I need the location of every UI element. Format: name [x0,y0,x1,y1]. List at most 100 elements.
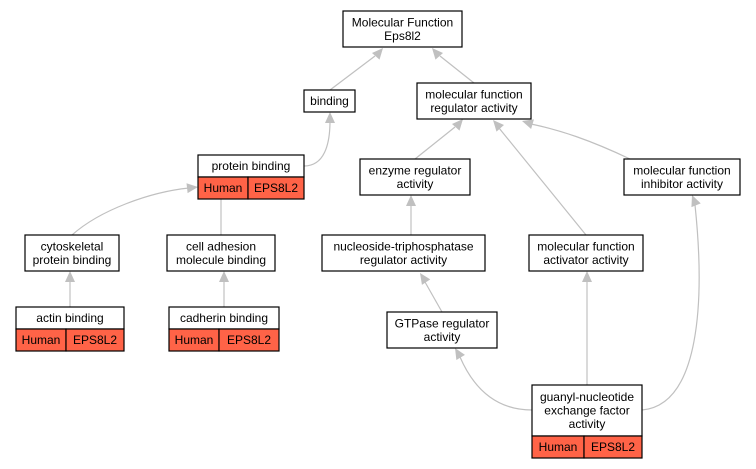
edge-line [530,123,631,160]
edge-arrow [432,48,475,84]
species-label: Human [204,181,243,195]
edges-layer [65,48,701,411]
node-label: Molecular Function [352,15,453,29]
gene-cell [218,328,280,352]
arrowhead-icon [451,119,463,131]
arrowhead-icon [406,195,416,206]
gene-label: EPS8L2 [227,333,271,347]
gene-label: EPS8L2 [73,333,117,347]
gene-label: EPS8L2 [591,440,635,454]
edge-arrow [406,195,416,235]
arrowhead-icon [219,271,229,282]
arrowhead-icon [432,48,444,60]
edge-arrow [641,195,701,411]
node-label: Eps8l2 [384,29,421,43]
edge-arrow [522,119,631,160]
node-label: activity [569,417,606,431]
edge-arrow [71,183,198,236]
edge-line [641,204,700,411]
edge-line [424,281,443,313]
node-box [342,10,463,48]
node-label: activator activity [543,253,628,267]
arrowhead-icon [420,273,431,285]
node-label: cell adhesion [186,239,256,253]
edge-arrow [414,119,463,160]
node-label: exchange factor [544,404,629,418]
arrowhead-icon [455,348,465,361]
edge-line [329,55,376,91]
edge-arrow [493,120,587,236]
node-label: enzyme regulator [369,163,462,177]
go-term-node-binding[interactable]: binding [303,89,356,113]
species-label: Human [539,440,578,454]
edge-line [71,187,190,236]
node-label: regulator activity [360,253,447,267]
gene-label: EPS8L2 [254,181,298,195]
gene-cell [247,176,305,200]
arrowhead-icon [325,112,335,123]
node-label: regulator activity [430,101,517,115]
node-label: activity [424,330,461,344]
arrowhead-icon [691,195,701,208]
node-box [528,234,644,272]
node-label: inhibitor activity [641,177,723,191]
node-label: guanyl-nucleotide [540,390,634,404]
node-label: molecular function [633,163,730,177]
node-box [303,89,356,113]
edge-line [303,120,331,167]
gene-cell [65,328,125,352]
species-label: Human [175,333,214,347]
arrowhead-icon [65,271,75,282]
edge-arrow [582,271,592,385]
node-label: protein binding [33,253,112,267]
edge-arrow [329,48,383,91]
arrowhead-icon [522,119,534,129]
arrowhead-icon [493,120,505,132]
node-label: nucleoside-triphosphatase [333,239,473,253]
node-label: actin binding [36,311,103,325]
edge-line [498,127,587,236]
node-box [166,234,276,272]
node-box [386,311,498,349]
node-box [24,234,120,272]
edge-arrow [65,271,75,307]
node-box [321,234,486,272]
node-label: GTPase regulator [395,316,490,330]
edge-arrow [219,271,229,307]
gene-cell [583,435,643,459]
arrowhead-icon [582,271,592,282]
edge-arrow [420,273,443,313]
node-label: cadherin binding [180,311,268,325]
node-label: binding [310,94,349,108]
edge-line [459,356,533,411]
edge-line [414,126,456,160]
arrowhead-icon [371,48,383,60]
node-box [416,82,532,120]
node-label: cytoskeletal [41,239,104,253]
node-label: molecular function [537,239,634,253]
node-label: activity [397,177,434,191]
arrowhead-icon [186,183,198,194]
edge-line [439,55,475,84]
species-label: Human [22,333,61,347]
node-box [623,158,741,196]
node-label: molecule binding [176,253,266,267]
node-box [359,158,471,196]
edge-arrow [303,112,335,167]
node-box [531,384,643,437]
